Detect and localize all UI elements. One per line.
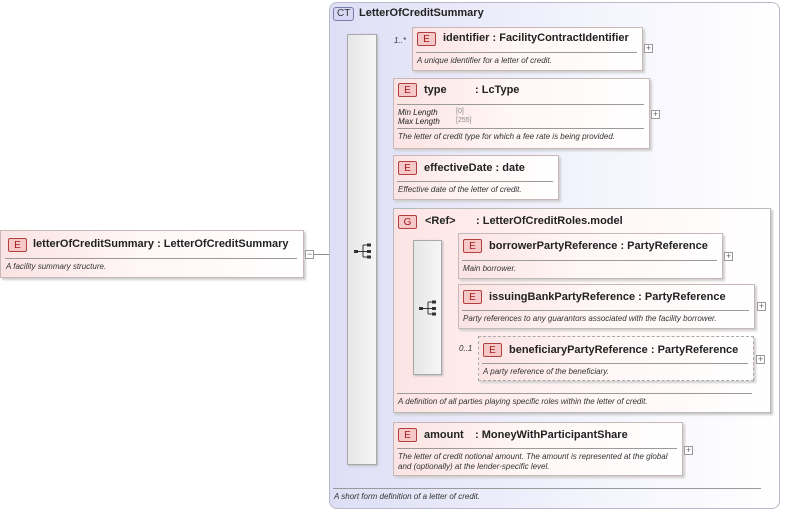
group-name: : LetterOfCreditRoles.model xyxy=(476,215,623,227)
borrower-label: borrowerPartyReference : PartyReference xyxy=(489,240,708,252)
amount-name: amount xyxy=(424,429,464,441)
issuingbank-documentation: Party references to any guarantors assoc… xyxy=(463,314,717,323)
effectivedate-element[interactable]: E effectiveDate : date Effective date of… xyxy=(393,155,559,200)
amount-element[interactable]: E amount : MoneyWithParticipantShare The… xyxy=(393,422,683,476)
expand-icon[interactable]: + xyxy=(684,445,693,455)
amount-separator xyxy=(397,448,677,449)
beneficiary-cardinality: 0..1 xyxy=(459,344,473,353)
expand-icon[interactable]: + xyxy=(757,301,766,311)
effectivedate-documentation: Effective date of the letter of credit. xyxy=(398,185,522,194)
group-documentation: A definition of all parties playing spec… xyxy=(398,397,648,406)
type-element[interactable]: E type : LcType Min Length [0] Max Lengt… xyxy=(393,78,650,149)
group-separator xyxy=(397,393,752,394)
complex-type-title: LetterOfCreditSummary xyxy=(359,7,484,19)
collapse-icon[interactable]: − xyxy=(305,249,314,259)
identifier-documentation: A unique identifier for a letter of cred… xyxy=(417,56,552,65)
amount-type: : MoneyWithParticipantShare xyxy=(475,429,628,441)
identifier-label: identifier : FacilityContractIdentifier xyxy=(443,32,629,44)
element-badge: E xyxy=(483,343,502,357)
issuingbank-label: issuingBankPartyReference : PartyReferen… xyxy=(489,291,726,303)
element-badge: E xyxy=(463,290,482,304)
group-badge: G xyxy=(398,215,417,229)
issuingbank-element[interactable]: E issuingBankPartyReference : PartyRefer… xyxy=(458,284,755,329)
beneficiary-separator xyxy=(482,363,748,364)
root-element-label: letterOfCreditSummary : LetterOfCreditSu… xyxy=(33,238,289,250)
expand-icon[interactable]: + xyxy=(756,354,765,364)
effectivedate-label: effectiveDate : date xyxy=(424,162,525,174)
beneficiary-element[interactable]: E beneficiaryPartyReference : PartyRefer… xyxy=(478,336,754,381)
facet-max-length-value: [255] xyxy=(456,117,472,124)
element-badge: E xyxy=(398,428,417,442)
sequence-icon xyxy=(354,243,371,259)
root-element[interactable]: E letterOfCreditSummary : LetterOfCredit… xyxy=(0,230,304,278)
expand-icon[interactable]: + xyxy=(644,43,653,53)
expand-icon[interactable]: + xyxy=(724,251,733,261)
beneficiary-label: beneficiaryPartyReference : PartyReferen… xyxy=(509,344,739,356)
type-separator-2 xyxy=(397,128,644,129)
complex-type-badge: CT xyxy=(333,7,355,21)
element-badge: E xyxy=(463,239,482,253)
amount-documentation: The letter of credit notional amount. Th… xyxy=(398,452,668,471)
group-ref: <Ref> xyxy=(425,215,456,227)
sequence-compositor[interactable] xyxy=(347,34,377,465)
sequence-icon xyxy=(419,300,436,316)
expand-icon[interactable]: + xyxy=(651,109,660,119)
element-badge: E xyxy=(417,32,436,46)
type-name: type xyxy=(424,84,447,96)
borrower-separator xyxy=(462,260,717,261)
element-badge: E xyxy=(398,161,417,175)
identifier-cardinality: 1..* xyxy=(394,36,407,45)
identifier-element[interactable]: E identifier : FacilityContractIdentifie… xyxy=(412,27,643,71)
element-badge: E xyxy=(8,238,27,252)
identifier-separator xyxy=(416,52,637,53)
complex-type-separator xyxy=(333,488,761,489)
beneficiary-documentation: A party reference of the beneficiary. xyxy=(483,367,609,376)
facet-max-length-label: Max Length xyxy=(398,117,440,126)
complex-type-documentation: A short form definition of a letter of c… xyxy=(334,492,480,501)
root-separator xyxy=(5,258,297,259)
borrower-documentation: Main borrower. xyxy=(463,264,517,273)
element-badge: E xyxy=(398,83,417,97)
effectivedate-separator xyxy=(397,181,553,182)
root-documentation: A facility summary structure. xyxy=(6,262,107,271)
type-documentation: The letter of credit type for which a fe… xyxy=(398,132,616,141)
facet-min-length-label: Min Length xyxy=(398,108,438,117)
type-separator xyxy=(397,104,644,105)
borrower-element[interactable]: E borrowerPartyReference : PartyReferenc… xyxy=(458,233,723,279)
issuingbank-separator xyxy=(462,310,749,311)
facet-min-length-value: [0] xyxy=(456,108,464,115)
type-type: : LcType xyxy=(475,84,520,96)
